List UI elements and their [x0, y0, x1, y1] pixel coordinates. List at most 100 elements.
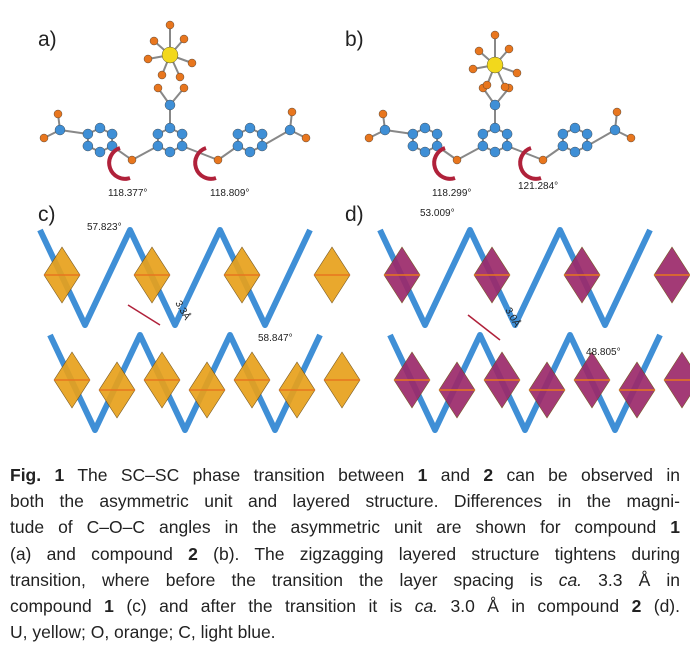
carbon-atom — [244, 146, 256, 158]
caption-text: (a) and compound — [10, 543, 189, 564]
carbon-atom — [431, 128, 443, 140]
carbon-atom — [164, 146, 176, 158]
carbon-atom — [489, 99, 501, 111]
angle-label: 48.805° — [586, 347, 621, 358]
carbon-atom — [419, 146, 431, 158]
carbon-atom — [489, 146, 501, 158]
oxygen-atom — [213, 155, 223, 165]
caption-line: compound 1 (c) and after the transition … — [10, 593, 680, 619]
carbon-atom — [477, 128, 489, 140]
carbon-atom — [176, 140, 188, 152]
oxygen-atom — [179, 34, 189, 44]
oxygen-atom — [157, 70, 167, 80]
rotation-arrow-icon — [518, 146, 542, 181]
panel-label-d: d) — [345, 203, 364, 226]
carbon-atom — [477, 140, 489, 152]
angle-label: 58.847° — [258, 333, 293, 344]
linker-zigzag — [47, 332, 323, 433]
carbon-atom — [501, 128, 513, 140]
caption-text: both the asymmetric unit and layered str… — [10, 491, 680, 512]
caption-text: U, yellow; O, orange; C, light blue. — [10, 622, 276, 643]
carbon-atom — [379, 124, 391, 136]
caption-text: ca. — [414, 596, 439, 617]
bond — [586, 129, 616, 147]
carbon-atom — [569, 122, 581, 134]
carbon-atom — [256, 128, 268, 140]
oxygen-atom — [301, 133, 311, 143]
carbon-atom — [82, 140, 94, 152]
caption-text: 3.0 Å in compound — [438, 596, 632, 617]
carbon-atom — [501, 140, 513, 152]
caption-text: 2 — [483, 465, 494, 485]
oxygen-atom — [468, 64, 478, 74]
carbon-atom — [152, 128, 164, 140]
uranium-atom — [161, 46, 179, 64]
panel-label-c: c) — [38, 203, 56, 226]
linker-zigzag — [377, 227, 653, 328]
spacing-arrow — [127, 304, 161, 326]
oxygen-atom — [612, 107, 622, 117]
carbon-atom — [164, 99, 176, 111]
caption-line: transition, where before the transition … — [10, 567, 680, 593]
oxygen-atom — [512, 68, 522, 78]
caption-text: 1 — [104, 596, 114, 617]
carbon-atom — [82, 128, 94, 140]
caption-line: U, yellow; O, orange; C, light blue. — [10, 619, 680, 645]
carbon-atom — [419, 122, 431, 134]
carbon-atom — [256, 140, 268, 152]
oxygen-atom — [287, 107, 297, 117]
angle-label: 57.823° — [87, 222, 122, 233]
angle-label: 118.377° — [108, 188, 148, 199]
carbon-atom — [54, 124, 66, 136]
caption-text: Fig. 1 — [10, 465, 65, 485]
caption-text: and — [427, 465, 484, 485]
oxygen-atom — [187, 58, 197, 68]
oxygen-atom — [504, 44, 514, 54]
panel-label-b: b) — [345, 28, 364, 51]
carbon-atom — [284, 124, 296, 136]
oxygen-atom — [482, 80, 492, 90]
carbon-atom — [489, 122, 501, 134]
oxygen-atom — [153, 83, 163, 93]
carbon-atom — [581, 128, 593, 140]
figure-caption: Fig. 1 The SC–SC phase transition betwee… — [10, 462, 680, 645]
caption-line: Fig. 1 The SC–SC phase transition betwee… — [10, 462, 680, 488]
oxygen-atom — [127, 155, 137, 165]
rotation-arrow-icon — [107, 146, 131, 181]
oxygen-atom — [452, 155, 462, 165]
oxygen-atom — [364, 133, 374, 143]
angle-label: 118.299° — [432, 188, 472, 199]
caption-text: (c) and after the transition it is — [113, 596, 415, 617]
oxygen-atom — [39, 133, 49, 143]
caption-text: 1 — [670, 517, 680, 538]
caption-text: tude of C–O–C angles in the asymmetric u… — [10, 517, 671, 538]
oxygen-atom — [500, 82, 510, 92]
caption-text: ca. — [558, 569, 583, 590]
carbon-atom — [581, 140, 593, 152]
caption-line: tude of C–O–C angles in the asymmetric u… — [10, 514, 680, 540]
caption-text: 1 — [417, 465, 428, 485]
carbon-atom — [407, 140, 419, 152]
angle-label: 53.009° — [420, 208, 455, 219]
oxygen-atom — [538, 155, 548, 165]
caption-text: compound — [10, 596, 105, 617]
oxygen-atom — [165, 20, 175, 30]
oxygen-atom — [490, 30, 500, 40]
carbon-atom — [94, 122, 106, 134]
caption-line: both the asymmetric unit and layered str… — [10, 488, 680, 514]
rotation-arrow-icon — [432, 146, 456, 181]
oxygen-atom — [149, 36, 159, 46]
linker-zigzag — [37, 227, 313, 328]
carbon-atom — [557, 128, 569, 140]
oxygen-atom — [175, 72, 185, 82]
carbon-atom — [244, 122, 256, 134]
uranium-atom — [486, 56, 504, 74]
angle-label: 118.809° — [210, 188, 250, 199]
carbon-atom — [164, 122, 176, 134]
carbon-atom — [609, 124, 621, 136]
caption-line: (a) and compound 2 (b). The zigzagging l… — [10, 541, 680, 567]
carbon-atom — [407, 128, 419, 140]
angle-label: 121.284° — [518, 181, 559, 192]
carbon-atom — [569, 146, 581, 158]
caption-text: 3.3 Å in — [582, 569, 680, 590]
